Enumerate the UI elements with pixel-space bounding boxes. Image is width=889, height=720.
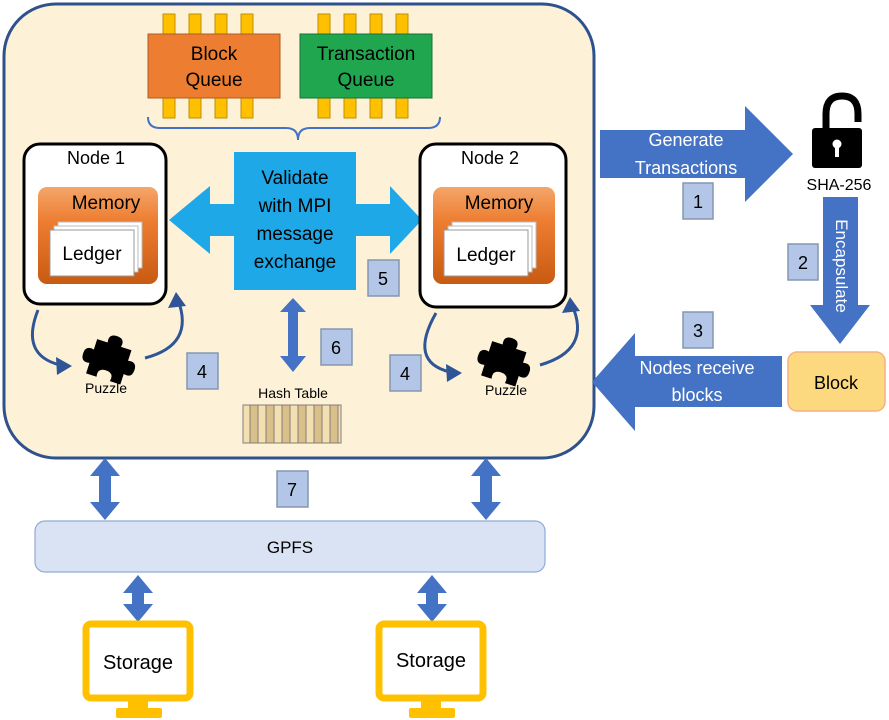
step-number-2: 2 <box>798 253 808 273</box>
transaction-queue-label-2: Queue <box>337 70 394 91</box>
node-2-ledger <box>443 221 537 277</box>
step-number-7: 7 <box>287 480 297 500</box>
block-queue-label-2: Queue <box>185 70 242 91</box>
nodes-receive-line-2: blocks <box>671 385 722 405</box>
node-1: Node 1 Memory Ledger <box>22 142 168 306</box>
puzzle-loop-arrows <box>30 299 580 374</box>
step-number-4-right: 4 <box>400 364 410 384</box>
storage-monitor-right: Storage <box>375 620 487 718</box>
puzzle-icon-right <box>477 337 531 387</box>
hash-double-arrow <box>280 298 306 372</box>
node-1-ledger <box>49 221 143 277</box>
puzzle-label-right: Puzzle <box>485 382 527 398</box>
validate-exchange: Validate with MPI message exchange <box>169 152 422 290</box>
validate-line-1: Validate <box>261 168 328 189</box>
storage-arrow-left <box>123 575 153 622</box>
puzzle-icon-left <box>82 335 136 385</box>
storage-label-right: Storage <box>396 650 466 672</box>
step-number-5: 5 <box>378 269 388 289</box>
node-2-memory-label: Memory <box>465 193 534 214</box>
block-queue: Block Queue <box>147 13 281 119</box>
loop-arrowhead-3 <box>446 364 462 382</box>
encapsulate-label: Encapsulate <box>832 219 851 313</box>
queue-bracket <box>147 116 441 141</box>
transaction-queue-label-1: Transaction <box>317 44 416 65</box>
loop-arrowhead-1 <box>56 357 72 375</box>
step-badge-5 <box>367 259 400 297</box>
transaction-queue: Transaction Queue <box>299 13 433 119</box>
step-badge-4-right <box>389 354 422 392</box>
storage-monitor-left: Storage <box>82 620 194 718</box>
block-box <box>787 351 886 412</box>
step-number-6: 6 <box>331 338 341 358</box>
block-label: Block <box>814 373 859 393</box>
nodes-receive-line-1: Nodes receive <box>639 358 754 378</box>
validate-line-4: exchange <box>254 252 336 273</box>
puzzle-label-left: Puzzle <box>85 380 127 396</box>
gpfs-arrow-left <box>90 458 120 520</box>
step-badge-3 <box>682 311 714 349</box>
node-1-memory-label: Memory <box>72 193 141 214</box>
storage-arrow-right <box>417 575 447 622</box>
gpfs-label: GPFS <box>267 538 313 557</box>
sha-256-label: SHA-256 <box>807 177 872 194</box>
hash-table-label: Hash Table <box>258 385 328 401</box>
storage-label-left: Storage <box>103 652 173 674</box>
generate-line-1: Generate <box>648 130 723 150</box>
encapsulate-arrow: Encapsulate <box>810 197 870 344</box>
validate-line-2: with MPI <box>258 196 332 217</box>
node-2-title: Node 2 <box>461 148 519 168</box>
step-badge-4-left <box>186 352 219 390</box>
step-number-1: 1 <box>693 192 703 212</box>
loop-arrowhead-2 <box>168 292 186 308</box>
node-2: Node 2 Memory Ledger <box>418 142 568 309</box>
gpfs-arrow-right <box>471 458 501 520</box>
loop-arrowhead-4 <box>562 297 580 313</box>
step-number-3: 3 <box>693 321 703 341</box>
node-1-title: Node 1 <box>67 148 125 168</box>
step-badge-2 <box>787 243 819 281</box>
nodes-receive-blocks-arrow: Nodes receive blocks <box>592 333 782 431</box>
generate-line-2: Transactions <box>635 158 737 178</box>
node-1-ledger-label: Ledger <box>62 244 122 265</box>
step-badge-1 <box>682 182 714 220</box>
generate-transactions-arrow: Generate Transactions <box>600 106 793 202</box>
step-badge-6 <box>320 328 353 366</box>
gpfs-bar <box>34 520 546 573</box>
node-2-ledger-label: Ledger <box>456 245 516 266</box>
step-badge-7 <box>276 470 309 508</box>
block-queue-label-1: Block <box>191 44 238 65</box>
lock-icon <box>812 92 862 168</box>
step-number-4-left: 4 <box>197 362 207 382</box>
validate-line-3: message <box>256 224 333 245</box>
hash-table <box>242 404 342 444</box>
